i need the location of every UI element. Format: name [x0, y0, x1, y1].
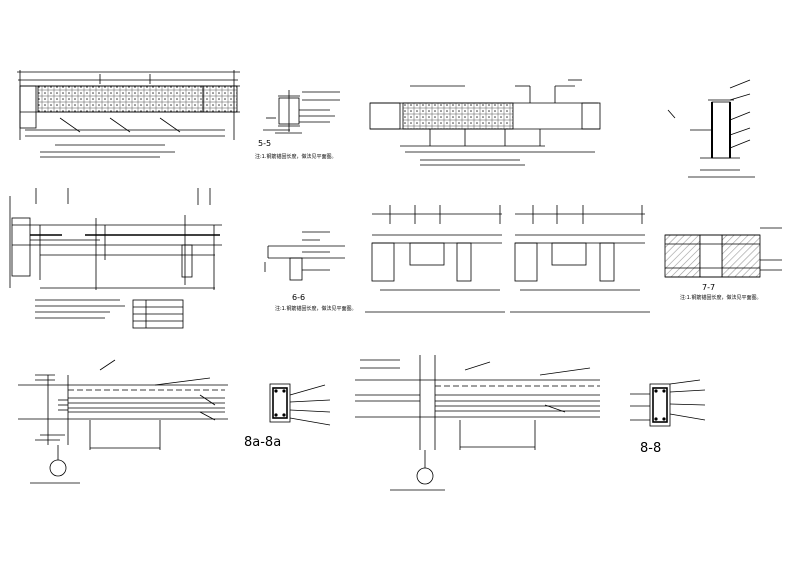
detail-beam-mesh-1	[17, 70, 240, 158]
detail-section-5-5	[263, 90, 340, 134]
detail-beam-rebar-left	[18, 359, 228, 484]
detail-beam-opening-b	[510, 205, 650, 313]
label-section-6-6: 6-6	[292, 293, 305, 302]
detail-column-box	[667, 79, 755, 178]
detail-beam-long	[9, 188, 222, 329]
detail-section-8a-8a	[269, 383, 331, 426]
label-section-8a-8a: 8a-8a	[244, 435, 281, 450]
note-section-7-7: 注:1.钢筋锚固长度，做法见平面图。	[680, 294, 761, 301]
label-section-5-5: 5-5	[258, 139, 271, 148]
label-section-7-7: 7-7	[702, 283, 715, 292]
detail-beam-opening-a	[365, 205, 505, 313]
label-section-8-8: 8-8	[640, 441, 661, 456]
note-section-5-5: 注:1.钢筋锚固长度，做法见平面图。	[255, 153, 336, 160]
detail-section-6-6	[264, 231, 345, 281]
detail-section-7-7	[664, 227, 782, 278]
detail-beam-mesh-2	[369, 79, 601, 166]
detail-section-8-8	[630, 379, 706, 427]
note-section-6-6: 注:1.钢筋锚固长度，做法见平面图。	[275, 305, 356, 312]
detail-beam-rebar-center	[355, 355, 600, 491]
